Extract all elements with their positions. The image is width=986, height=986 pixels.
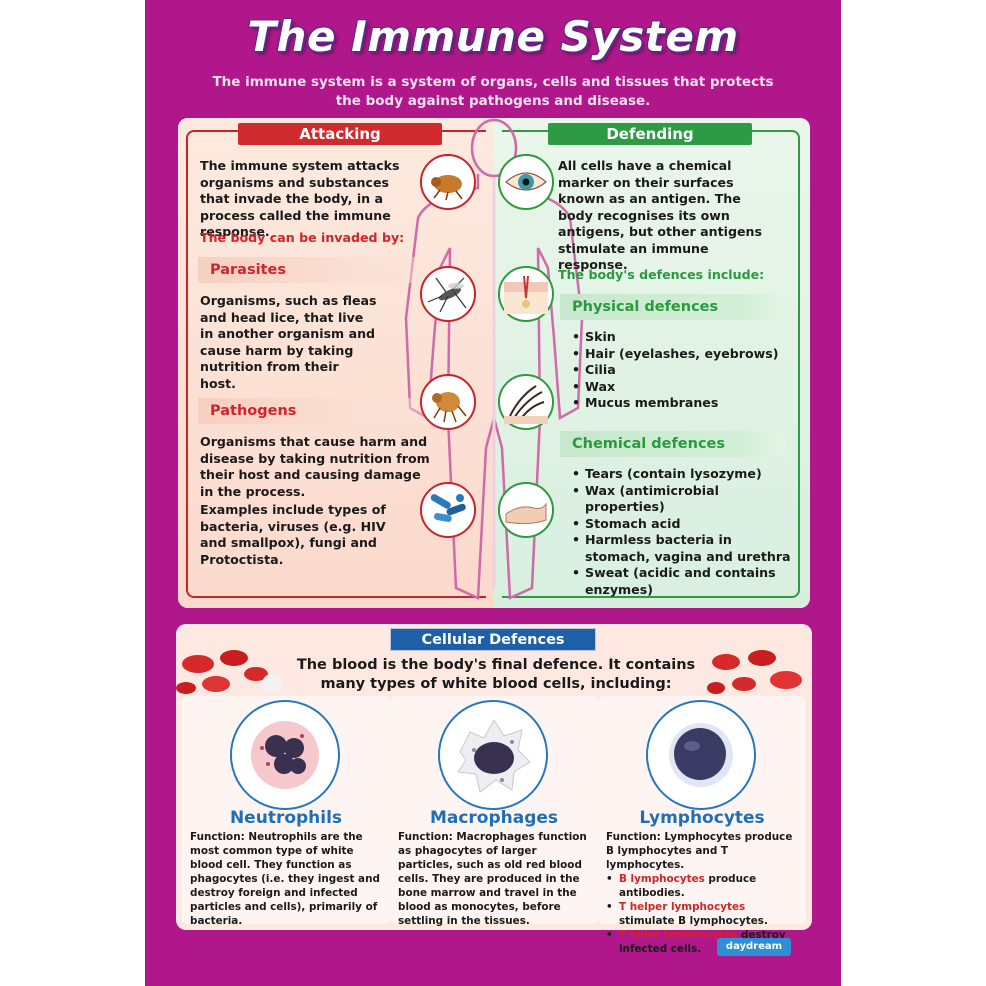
macrophages-title: Macrophages [429, 808, 559, 828]
chemical-defences-list: Tears (contain lysozyme) Wax (antimicrob… [572, 466, 794, 598]
defending-intro: All cells have a chemical marker on thei… [558, 158, 780, 274]
neutrophil-icon [230, 700, 340, 810]
list-item: T helper lymphocytes stimulate B lymphoc… [606, 900, 802, 928]
eye-icon [498, 154, 554, 210]
attack-defend-panel: Attacking Defending The immune system at… [178, 118, 810, 608]
immune-response-term: immune response [200, 207, 391, 240]
skin-layer-icon [498, 482, 554, 538]
red-blood-cell-icon [176, 650, 282, 694]
lymphocytes-function-text: Lymphocytes produce B lymphocytes and T … [606, 831, 793, 871]
defending-intro-text: All cells have a chemical marker on thei… [558, 158, 734, 206]
pathogens-text: Organisms that cause harm and disease by… [200, 434, 430, 499]
bacteria-icon [420, 482, 476, 538]
list-item: Tears (contain lysozyme) [572, 466, 794, 483]
attacking-header: Attacking [238, 123, 442, 145]
page-title: The Immune System [247, 12, 739, 61]
skin-section-icon [498, 266, 554, 322]
physical-defences-heading: Physical defences [560, 294, 786, 320]
defending-intro-end: . The body recognises its own antigens, … [558, 191, 762, 272]
macrophages-function-text: Macrophages function as phagocytes of la… [398, 831, 587, 927]
examples-text: Examples include types of bacteria, viru… [200, 502, 386, 567]
blood-intro: The blood is the body's final defence. I… [296, 657, 696, 692]
cellular-defences-header: Cellular Defences [390, 628, 596, 651]
lymphocytes-list: B lymphocytes produce antibodies. T help… [606, 872, 802, 956]
neutrophils-function-text: Neutrophils are the most common type of … [190, 831, 380, 927]
louse-icon [420, 374, 476, 430]
red-blood-cell-icon [707, 650, 802, 694]
page-subtitle: The immune system is a system of organs,… [212, 74, 774, 109]
list-item: B lymphocytes produce antibodies. [606, 872, 802, 900]
t-helper-term: T helper lymphocytes [619, 901, 746, 913]
chemical-defences-heading: Chemical defences [560, 431, 786, 457]
neutrophils-card: Neutrophils Function: Neutrophils are th… [182, 696, 390, 927]
macrophages-description: Function: Macrophages function as phagoc… [398, 830, 594, 928]
neutrophils-title: Neutrophils [229, 808, 343, 828]
physical-defences-list: Skin Hair (eyelashes, eyebrows) Cilia Wa… [572, 329, 786, 412]
function-label: Function: [606, 831, 661, 843]
daydream-logo: daydream [717, 938, 791, 956]
attacking-intro-end: . [264, 224, 270, 239]
list-item: Stomach acid [572, 516, 794, 533]
t-helper-text: stimulate B lymphocytes. [619, 915, 768, 927]
pathogens-heading: Pathogens [198, 398, 448, 424]
list-item: Hair (eyelashes, eyebrows) [572, 346, 786, 363]
lymphocytes-title: Lymphocytes [639, 808, 765, 828]
neutrophils-description: Function: Neutrophils are the most commo… [190, 830, 386, 928]
lymphocytes-card: Lymphocytes Function: Lymphocytes produc… [598, 696, 806, 955]
list-item: Harmless bacteria in stomach, vagina and… [572, 532, 794, 565]
mosquito-icon [420, 266, 476, 322]
parasites-heading: Parasites [198, 257, 448, 283]
lymphocyte-icon [646, 700, 756, 810]
list-item: Wax (antimicrobial properties) [572, 483, 794, 516]
antigen-term: antigen [651, 191, 706, 206]
defending-header: Defending [548, 123, 752, 145]
list-item: Skin [572, 329, 786, 346]
function-label: Function: [190, 831, 245, 843]
macrophages-card: Macrophages Function: Macrophages functi… [390, 696, 598, 927]
cellular-defences-panel: Cellular Defences The blood is the body'… [176, 624, 812, 955]
list-item: Cilia [572, 362, 786, 379]
b-lymphocytes-term: B lymphocytes [619, 873, 705, 885]
lymphocytes-description: Function: Lymphocytes produce B lymphocy… [606, 830, 802, 956]
attacking-intro: The immune system attacks organisms and … [200, 158, 410, 241]
poster: The Immune System The immune system is a… [145, 0, 841, 986]
list-item: Wax [572, 379, 786, 396]
parasites-text: Organisms, such as fleas and head lice, … [200, 293, 377, 391]
macrophage-icon [438, 700, 548, 810]
hair-icon [498, 374, 554, 430]
b-lymphocytes-text: produce antibodies. [619, 873, 757, 899]
attacking-intro-text: The immune system attacks organisms and … [200, 158, 400, 223]
list-item: Mucus membranes [572, 395, 786, 412]
t-killer-term: T killer lymphocytes [619, 929, 738, 941]
function-label: Function: [398, 831, 453, 843]
invaded-heading: The body can be invaded by: [200, 230, 405, 245]
list-item: Sweat (acidic and contains enzymes) [572, 565, 794, 598]
defences-heading: The body's defences include: [558, 267, 765, 282]
flea-icon [420, 154, 476, 210]
